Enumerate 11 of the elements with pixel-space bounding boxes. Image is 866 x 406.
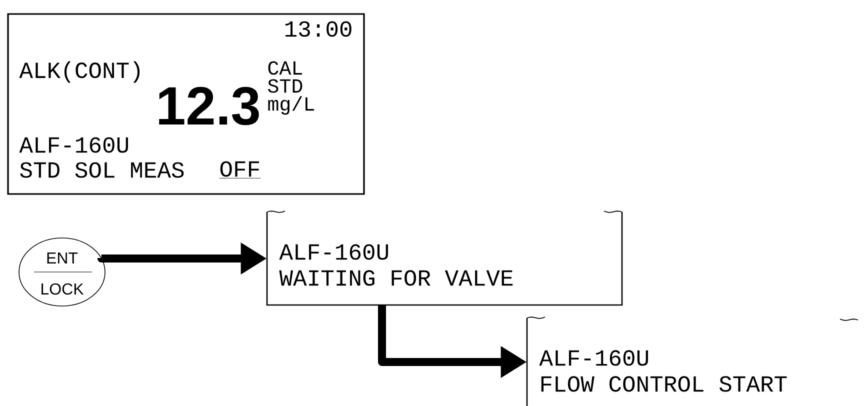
display-screen: ALF-160U WAITING FOR VALVE [266,210,623,306]
display-time: 13:00 [285,21,352,37]
display-label: ALF-160U [19,137,128,153]
display-unit: CAL STD mg/L [268,61,314,115]
display-screen [7,13,365,195]
selected-option: OFF [219,161,261,178]
display-screen: ALF-160U FLOW CONTROL START [526,316,858,406]
display-label: STD SOL MEAS [20,162,184,178]
key-button: ENT LOCK [18,238,106,306]
display-label: ALK(CONT) [19,61,140,83]
measured-value: 12.3 [159,86,259,126]
